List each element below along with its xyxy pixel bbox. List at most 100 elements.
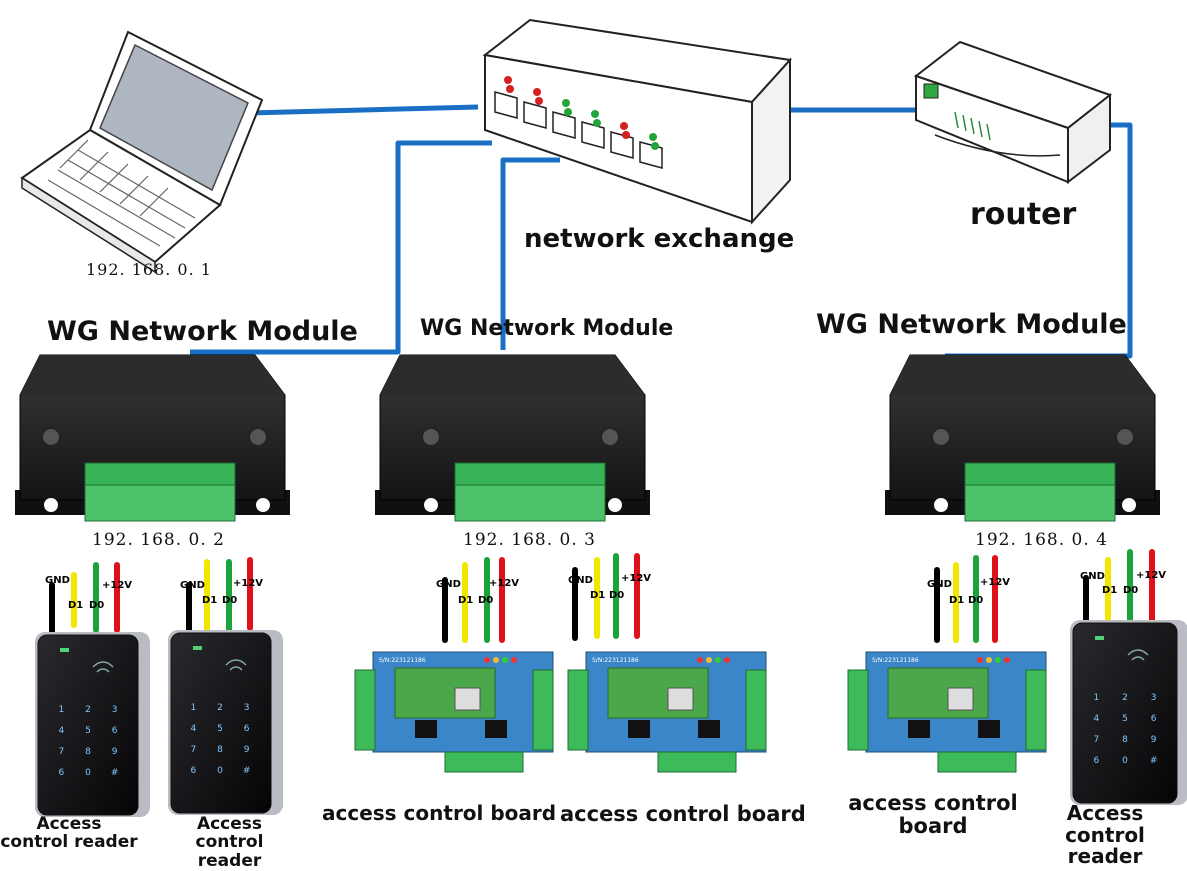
wire-label-d0: D0: [968, 595, 984, 606]
keypad-key: 1: [1093, 693, 1100, 703]
wire-label-d0: D0: [222, 595, 238, 606]
keypad-key: 4: [1093, 714, 1100, 724]
keypad-key: 5: [1122, 714, 1128, 724]
wire-bundle-board-1: [442, 557, 505, 643]
wire-label-gnd: GND: [1080, 571, 1105, 582]
keypad-key: 3: [111, 705, 118, 715]
wire-label-12v: +12V: [489, 578, 520, 589]
wire-label-d1: D1: [458, 595, 474, 606]
access-control-board-2: S/N:223121186: [567, 651, 767, 773]
keypad-key: #: [110, 768, 119, 778]
keypad-key: 1: [190, 703, 197, 713]
laptop-ip: 192. 168. 0. 1: [86, 260, 212, 279]
board-3-caption: access control board: [848, 791, 1018, 838]
module-1-ip: 192. 168. 0. 2: [92, 530, 225, 550]
keypad-keys-3: 1 2 3 4 5 6 7 8 9 6 0 #: [1082, 693, 1168, 766]
wire-bundle-reader-2: [186, 557, 253, 633]
wire-bundle-board-2: [572, 553, 640, 641]
keypad-key: #: [242, 766, 251, 776]
wire-label-d1: D1: [1102, 585, 1118, 596]
keypad-key: 4: [58, 726, 65, 736]
keypad-key: 2: [85, 705, 91, 715]
wire-label-d0: D0: [609, 590, 625, 601]
wire-label-d1: D1: [590, 590, 606, 601]
wire-label-12v: +12V: [102, 580, 133, 591]
keypad-key: 8: [217, 745, 223, 755]
keypad-key: 5: [85, 726, 91, 736]
keypad-key: 7: [1093, 735, 1100, 745]
wg-module-3: [885, 354, 1160, 522]
keypad-key: 8: [1122, 735, 1128, 745]
reader-3-caption: Access control reader: [1065, 801, 1145, 869]
svg-text:S/N:223121186: S/N:223121186: [592, 657, 639, 664]
keypad-key: 3: [1150, 693, 1157, 703]
wire-label-gnd: GND: [927, 579, 952, 590]
keypad-key: 0: [85, 768, 91, 778]
reader-2-caption: Access control reader: [195, 814, 264, 871]
wire-label-gnd: GND: [436, 579, 461, 590]
wire-bundle-reader-3: [1083, 549, 1155, 625]
reader-1-caption: Access control reader: [0, 814, 138, 853]
wire-label-gnd: GND: [568, 575, 593, 586]
access-control-board-1: S/N:223121186: [354, 651, 554, 773]
wire-label-gnd: GND: [45, 575, 70, 586]
wire-label-gnd: GND: [180, 580, 205, 591]
wire-label-12v: +12V: [621, 573, 652, 584]
wire-bundle-reader-1: [49, 562, 120, 635]
laptop: [20, 30, 264, 274]
network-diagram: S/N:223121186 S/N:223121186 S/N:22312118…: [15, 18, 1187, 817]
keypad-reader-2: [168, 630, 283, 815]
wire-label-d1: D1: [202, 595, 218, 606]
keypad-key: 8: [85, 747, 91, 757]
wg-module-1-label: WG Network Module: [47, 316, 358, 347]
wg-module-2-label: WG Network Module: [420, 316, 674, 341]
router-label: router: [970, 197, 1077, 232]
keypad-key: 6: [190, 766, 197, 776]
keypad-key: #: [1149, 756, 1158, 766]
keypad-keys-2: 1 2 3 4 5 6 7 8 9 6 0 #: [180, 703, 260, 776]
keypad-key: 2: [1122, 693, 1128, 703]
keypad-key: 9: [243, 745, 250, 755]
keypad-key: 5: [217, 724, 223, 734]
module-3-ip: 192. 168. 0. 4: [975, 530, 1108, 550]
keypad-key: 6: [1150, 714, 1157, 724]
keypad-key: 2: [217, 703, 223, 713]
wire-label-d1: D1: [949, 595, 965, 606]
wire-label-d0: D0: [89, 600, 105, 611]
router: [913, 40, 1113, 185]
wire-label-d0: D0: [478, 595, 494, 606]
keypad-key: 9: [111, 747, 118, 757]
network-exchange-label: network exchange: [524, 224, 795, 254]
cable-laptop-switch: [249, 104, 479, 116]
board-1-caption: access control board: [322, 801, 557, 825]
keypad-key: 7: [190, 745, 197, 755]
cable-module2-switch: [500, 157, 560, 350]
wire-label-d0: D0: [1123, 585, 1139, 596]
module-2-ip: 192. 168. 0. 3: [463, 530, 596, 550]
wg-module-3-label: WG Network Module: [816, 309, 1127, 340]
keypad-key: 6: [58, 768, 65, 778]
wire-bundle-board-3: [934, 555, 998, 643]
cable-module1-switch: [190, 140, 492, 355]
wire-label-12v: +12V: [1136, 570, 1167, 581]
keypad-key: 7: [58, 747, 65, 757]
keypad-key: 4: [190, 724, 197, 734]
keypad-key: 6: [1093, 756, 1100, 766]
keypad-key: 0: [1122, 756, 1128, 766]
keypad-key: 3: [243, 703, 250, 713]
keypad-key: 0: [217, 766, 223, 776]
access-control-board-3: S/N:223121186: [847, 651, 1047, 773]
wg-module-1: [15, 354, 290, 522]
network-switch: [482, 18, 792, 225]
keypad-key: 9: [1150, 735, 1157, 745]
keypad-reader-3: [1070, 620, 1187, 805]
keypad-key: 1: [58, 705, 65, 715]
wire-label-12v: +12V: [233, 578, 264, 589]
svg-text:S/N:223121186: S/N:223121186: [872, 657, 919, 664]
wg-module-2: [375, 354, 650, 522]
keypad-key: 6: [243, 724, 250, 734]
svg-text:S/N:223121186: S/N:223121186: [379, 657, 426, 664]
wire-label-12v: +12V: [980, 577, 1011, 588]
board-2-caption: access control board: [560, 802, 806, 826]
